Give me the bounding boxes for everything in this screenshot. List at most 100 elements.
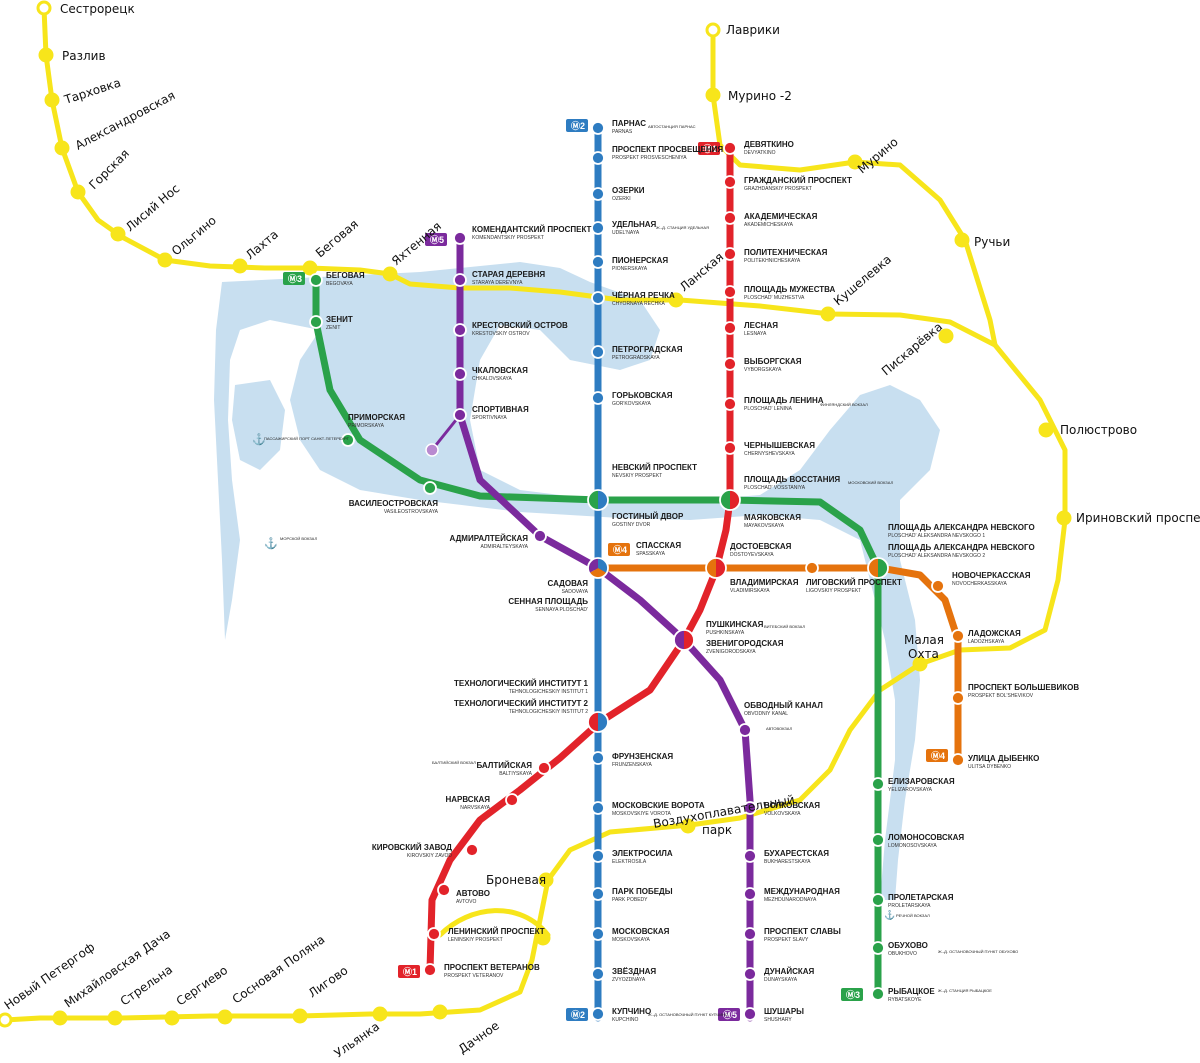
station-dot-primorskaya[interactable]: [341, 433, 355, 447]
station-dot-bukharestskaya[interactable]: [743, 849, 757, 863]
interchange-dot-tekh2[interactable]: [587, 711, 609, 733]
station-dot-sportivnaya-2[interactable]: [425, 443, 439, 457]
station-dot-grazhdansky[interactable]: [723, 175, 737, 189]
station-label-vosstaniya: ПЛОЩАДЬ ВОССТАНИЯ: [744, 475, 840, 484]
station-dot-vyborgskaya[interactable]: [723, 357, 737, 371]
station-label-zvyozdnaya: ЗВЁЗДНАЯ: [612, 967, 656, 976]
rail-label-ulyanka: Ульянка: [332, 1019, 382, 1060]
neva-river: [214, 262, 940, 900]
station-label-en-gostiny: GOSTINY DVOR: [612, 522, 651, 528]
station-dot-muzhestva[interactable]: [723, 285, 737, 299]
station-dot-mezhdunarodnaya[interactable]: [743, 887, 757, 901]
station-dot-lomonosovskaya[interactable]: [871, 833, 885, 847]
station-dot-elektrosila[interactable]: [591, 849, 605, 863]
interchange-dot-vladimirskaya[interactable]: [705, 557, 727, 579]
station-dot-avtovo[interactable]: [437, 883, 451, 897]
station-dot-chyornaya[interactable]: [591, 291, 605, 305]
station-dot-chkalovskaya[interactable]: [453, 367, 467, 381]
station-label-en-chyornaya: CHYORNAYA RECHKA: [612, 301, 666, 307]
station-dot-lenina[interactable]: [723, 397, 737, 411]
station-label-elizarovskaya: ЕЛИЗАРОВСКАЯ: [888, 777, 955, 786]
station-dot-volkovskaya[interactable]: [743, 801, 757, 815]
station-label-komendantsky: КОМЕНДАНТСКИЙ ПРОСПЕКТ: [472, 225, 592, 234]
station-label-en-shushary: SHUSHARY: [764, 1017, 792, 1023]
station-dot-bolshevikov[interactable]: [951, 691, 965, 705]
note-avtovokzal: АВТОВОКЗАЛ: [766, 726, 793, 731]
station-label-akademicheskaya: АКАДЕМИЧЕСКАЯ: [744, 212, 818, 221]
station-label-en-zenit: ZENIT: [326, 325, 340, 331]
interchange-dot-vosstaniya[interactable]: [719, 489, 741, 511]
rail-label-murino2: Мурино -2: [728, 89, 792, 103]
station-dot-pionerskaya[interactable]: [591, 255, 605, 269]
station-label-en-mezhdunarodnaya: MEZHDUNARODNAYA: [764, 897, 817, 903]
station-dot-obukhovo[interactable]: [871, 941, 885, 955]
station-label-en-zvyozdnaya: ZVYOZDNAYA: [612, 977, 646, 983]
badge-num: 3: [855, 990, 860, 1000]
station-label-en-mayakovskaya: MAYAKOVSKAYA: [744, 523, 785, 529]
station-dot-kirovsky[interactable]: [465, 843, 479, 857]
station-dot-narvskaya[interactable]: [505, 793, 519, 807]
note-kupchino-rail: Ж.-Д. ОСТАНОВОЧНЫЙ ПУНКТ КУПЧИНО: [648, 1012, 728, 1017]
station-dot-devyatkino[interactable]: [723, 141, 737, 155]
station-dot-ozerki[interactable]: [591, 187, 605, 201]
station-dot-slavy[interactable]: [743, 927, 757, 941]
station-dot-baltiyskaya[interactable]: [537, 761, 551, 775]
station-label-ozerki: ОЗЕРКИ: [612, 186, 645, 195]
station-dot-shushary[interactable]: [743, 1007, 757, 1021]
station-label-en-gorkovskaya: GOR'KOVSKAYA: [612, 401, 652, 407]
station-dot-veteranov[interactable]: [423, 963, 437, 977]
station-dot-petrogradskaya[interactable]: [591, 345, 605, 359]
station-dot-gorkovskaya[interactable]: [591, 391, 605, 405]
line-5-sportivnaya-branch: [430, 413, 462, 452]
rail-label-tarkhovka: Тарховка: [62, 75, 123, 107]
station-label-prosveshcheniya: ПРОСПЕКТ ПРОСВЕЩЕНИЯ: [612, 145, 723, 154]
station-dot-park_pobedy[interactable]: [591, 887, 605, 901]
station-dot-begovaya_m[interactable]: [309, 273, 323, 287]
station-dot-ladozhskaya[interactable]: [951, 629, 965, 643]
svg-text:Ⓜ: Ⓜ: [846, 989, 855, 1000]
station-label-en-vosstaniya: PLOSCHAD' VOSSTANIYA: [744, 485, 806, 491]
station-dot-obvodny[interactable]: [738, 723, 752, 737]
station-dot-sportivnaya[interactable]: [453, 408, 467, 422]
station-dot-dunayskaya[interactable]: [743, 967, 757, 981]
station-dot-moskovskie_vorota[interactable]: [591, 801, 605, 815]
station-dot-komendantsky[interactable]: [453, 231, 467, 245]
station-dot-chernyshevskaya[interactable]: [723, 441, 737, 455]
station-label-en-proletarskaya: PROLETARSKAYA: [888, 903, 931, 909]
interchange-dot-sennaya[interactable]: [587, 557, 609, 579]
station-dot-ligovsky[interactable]: [805, 561, 819, 575]
station-label-en-rybatskoe: RYBATSKOYE: [888, 997, 922, 1003]
interchange-dot-nevskogo1[interactable]: [867, 557, 889, 579]
station-dot-parnas[interactable]: [591, 121, 605, 135]
station-label-devyatkino: ДЕВЯТКИНО: [744, 140, 794, 149]
rail-label-razliv: Разлив: [62, 49, 106, 63]
station-dot-frunzenskaya[interactable]: [591, 751, 605, 765]
station-label-rybatskoe: РЫБАЦКОЕ: [888, 987, 935, 996]
station-label-parnas: ПАРНАС: [612, 119, 646, 128]
station-dot-lesnaya[interactable]: [723, 321, 737, 335]
station-dot-zenit[interactable]: [309, 315, 323, 329]
station-dot-dybenko[interactable]: [951, 753, 965, 767]
station-dot-leninsky[interactable]: [427, 927, 441, 941]
station-dot-admiralteyskaya[interactable]: [533, 529, 547, 543]
station-dot-zvyozdnaya[interactable]: [591, 967, 605, 981]
station-dot-staraya[interactable]: [453, 273, 467, 287]
station-dot-moskovskaya[interactable]: [591, 927, 605, 941]
station-dot-politekhnicheskaya[interactable]: [723, 247, 737, 261]
station-dot-krestovsky[interactable]: [453, 323, 467, 337]
station-dot-kupchino[interactable]: [591, 1007, 605, 1021]
station-dot-elizarovskaya[interactable]: [871, 777, 885, 791]
station-dot-akademicheskaya[interactable]: [723, 211, 737, 225]
station-dot-vasileostrovskaya[interactable]: [423, 481, 437, 495]
station-label-lesnaya: ЛЕСНАЯ: [744, 321, 778, 330]
station-dot-udelnaya[interactable]: [591, 221, 605, 235]
station-dot-proletarskaya[interactable]: [871, 893, 885, 907]
station-dot-novocherkasskaya[interactable]: [931, 579, 945, 593]
station-dot-rybatskoe[interactable]: [871, 987, 885, 1001]
interchange-dot-pushkinskaya[interactable]: [673, 629, 695, 651]
interchange-dot-nevsky[interactable]: [587, 489, 609, 511]
station-label-bolshevikov: ПРОСПЕКТ БОЛЬШЕВИКОВ: [968, 683, 1079, 692]
station-dot-prosveshcheniya[interactable]: [591, 151, 605, 165]
